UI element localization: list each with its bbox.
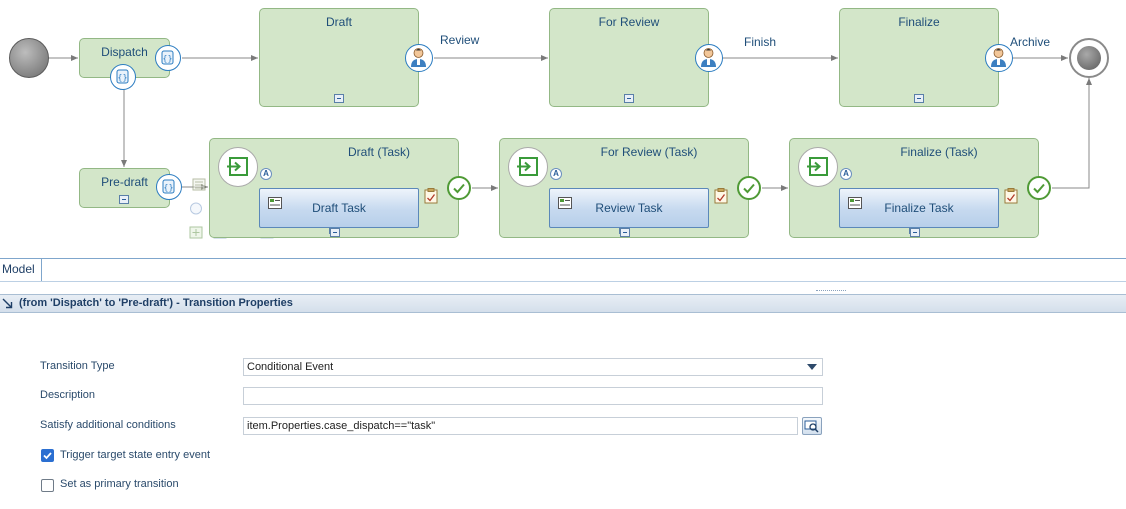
collapse-button[interactable] bbox=[914, 94, 924, 103]
workflow-canvas[interactable]: Dispatch {} {} Draft Review For Review F… bbox=[0, 0, 1126, 258]
conditions-input[interactable]: item.Properties.case_dispatch=="task" bbox=[243, 417, 798, 435]
pre-draft-script-icon[interactable]: {} bbox=[156, 174, 182, 200]
transition-type-label: Transition Type bbox=[40, 360, 115, 372]
svg-text:{}: {} bbox=[163, 183, 173, 192]
panel-title: (from 'Dispatch' to 'Pre-draft') - Trans… bbox=[19, 297, 293, 309]
condition-editor-button[interactable] bbox=[802, 417, 822, 435]
primary-transition-checkbox[interactable] bbox=[41, 479, 54, 492]
list-tool-icon[interactable] bbox=[192, 178, 206, 191]
transition-label-archive[interactable]: Archive bbox=[1010, 35, 1051, 49]
state-pre-draft[interactable]: Pre-draft bbox=[79, 168, 170, 208]
trigger-entry-event-label[interactable]: Trigger target state entry event bbox=[60, 449, 210, 461]
state-title: Draft (Task) bbox=[347, 145, 410, 159]
state-draft[interactable]: Draft bbox=[259, 8, 419, 107]
transition-type-value: Conditional Event bbox=[247, 361, 334, 373]
state-title: Draft bbox=[325, 15, 352, 29]
task-review[interactable]: Review Task bbox=[549, 188, 709, 228]
completion-check-icon[interactable] bbox=[737, 176, 761, 200]
entry-event-icon[interactable] bbox=[798, 147, 838, 187]
state-title: Finalize bbox=[898, 15, 940, 29]
collapse-button[interactable] bbox=[620, 228, 630, 237]
state-title: Pre-draft bbox=[101, 175, 148, 189]
collapse-button[interactable] bbox=[119, 195, 129, 204]
dispatch-exit-script-icon[interactable]: {} bbox=[110, 64, 136, 90]
properties-panel-header: (from 'Dispatch' to 'Pre-draft') - Trans… bbox=[0, 294, 1126, 313]
end-node-core bbox=[1077, 46, 1101, 70]
clipboard-icon[interactable] bbox=[1004, 188, 1018, 204]
tab-bar: Model bbox=[0, 258, 1126, 282]
transition-arrow-icon bbox=[2, 298, 13, 309]
state-title: For Review (Task) bbox=[600, 145, 698, 159]
svg-text:{}: {} bbox=[162, 54, 172, 63]
review-actor-icon[interactable] bbox=[405, 44, 433, 72]
task-title: Review Task bbox=[595, 201, 663, 215]
collapse-button[interactable] bbox=[330, 228, 340, 237]
primary-transition-label[interactable]: Set as primary transition bbox=[60, 478, 179, 490]
finish-actor-icon[interactable] bbox=[695, 44, 723, 72]
entry-event-icon[interactable] bbox=[508, 147, 548, 187]
task-finalize[interactable]: Finalize Task bbox=[839, 188, 999, 228]
state-finalize[interactable]: Finalize bbox=[839, 8, 999, 107]
entry-event-icon[interactable] bbox=[218, 147, 258, 187]
transition-type-select[interactable]: Conditional Event bbox=[243, 358, 823, 376]
search-icon bbox=[804, 420, 819, 433]
state-title: Finalize (Task) bbox=[900, 145, 978, 159]
completion-check-icon[interactable] bbox=[1027, 176, 1051, 200]
state-title: For Review bbox=[598, 15, 660, 29]
transition-label-review[interactable]: Review bbox=[440, 33, 480, 47]
auto-marker: A bbox=[550, 168, 562, 180]
task-type-icon bbox=[268, 197, 282, 209]
task-type-icon bbox=[848, 197, 862, 209]
tab-model[interactable]: Model bbox=[0, 259, 42, 281]
description-label: Description bbox=[40, 389, 96, 401]
conditions-label: Satisfy additional conditions bbox=[40, 419, 176, 431]
collapse-button[interactable] bbox=[910, 228, 920, 237]
state-for-review[interactable]: For Review bbox=[549, 8, 709, 107]
collapse-button[interactable] bbox=[624, 94, 634, 103]
chevron-down-icon[interactable] bbox=[807, 364, 817, 370]
trigger-entry-event-checkbox[interactable] bbox=[41, 449, 54, 462]
archive-actor-icon[interactable] bbox=[985, 44, 1013, 72]
state-title: Dispatch bbox=[101, 45, 148, 59]
task-draft[interactable]: Draft Task bbox=[259, 188, 419, 228]
auto-marker: A bbox=[260, 168, 272, 180]
svg-text:{}: {} bbox=[117, 73, 127, 82]
start-node[interactable] bbox=[9, 38, 49, 78]
collapse-button[interactable] bbox=[334, 94, 344, 103]
doc-tool-icon[interactable] bbox=[189, 202, 203, 215]
task-type-icon bbox=[558, 197, 572, 209]
dispatch-script-icon[interactable]: {} bbox=[155, 45, 181, 71]
task-title: Finalize Task bbox=[884, 201, 954, 215]
clipboard-icon[interactable] bbox=[714, 188, 728, 204]
completion-check-icon[interactable] bbox=[447, 176, 471, 200]
transition-label-finish[interactable]: Finish bbox=[744, 35, 777, 49]
description-input[interactable] bbox=[243, 387, 823, 405]
add-task-tool-icon[interactable] bbox=[189, 226, 203, 239]
clipboard-icon[interactable] bbox=[424, 188, 438, 204]
auto-marker: A bbox=[840, 168, 852, 180]
task-title: Draft Task bbox=[312, 201, 366, 215]
end-node[interactable] bbox=[1069, 38, 1109, 78]
